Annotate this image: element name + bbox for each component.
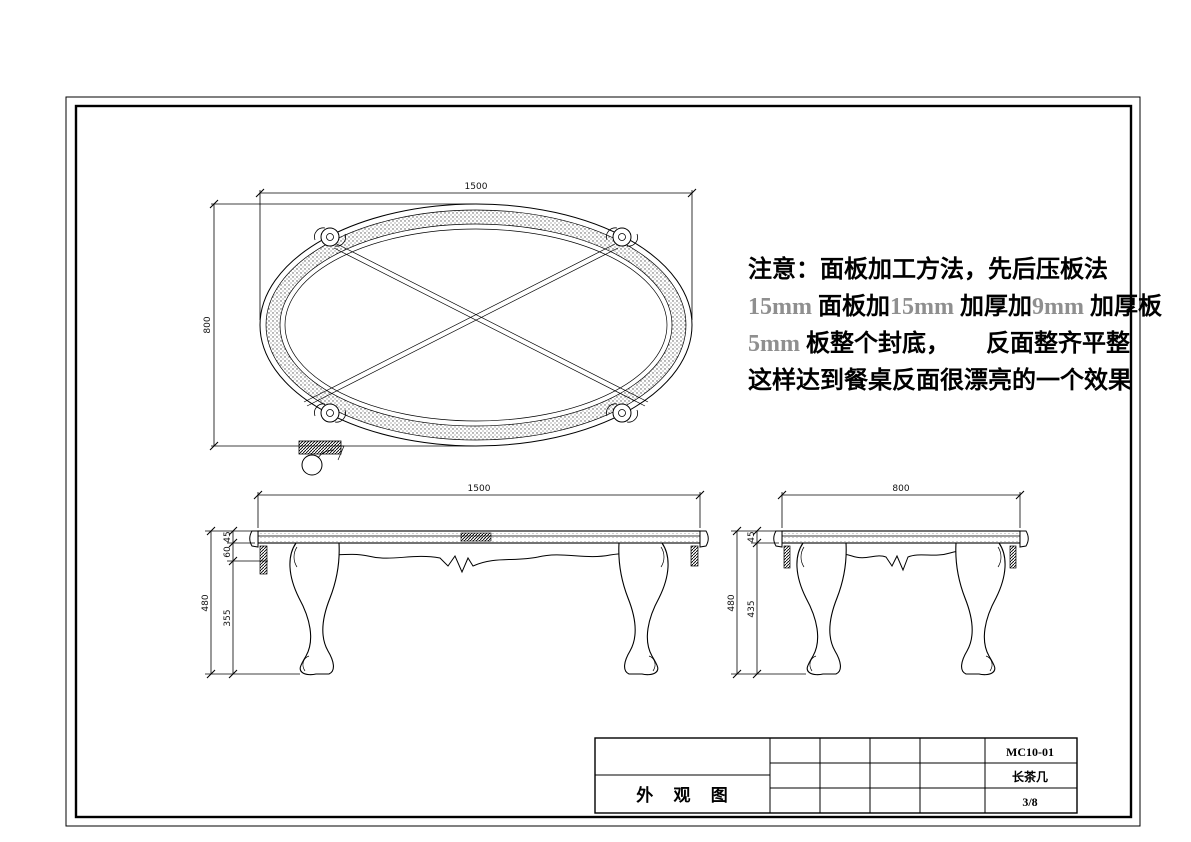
dim-front-width: 1500: [468, 484, 491, 494]
note-line: 5mm 板整个封底， 反面整齐平整: [748, 331, 1130, 357]
title-block-view-name: 外 观 图: [636, 785, 736, 805]
front-view: 1500 45 60 355 480: [201, 484, 709, 679]
dim-side-under-top: 435: [747, 600, 757, 617]
front-right-edge-strip: [690, 545, 699, 567]
top-view-chords: [303, 243, 649, 407]
title-block: 外 观 图 MC10-01 长茶几 3/8: [594, 737, 1078, 814]
front-apron: [297, 542, 661, 574]
side-left-edge-strip: [783, 545, 791, 569]
dim-side-top-thickness: 45: [747, 531, 757, 542]
dim-side-overall: 480: [727, 594, 737, 611]
dim-front-apron: 60: [223, 546, 233, 558]
front-left-leg: [289, 542, 340, 676]
top-view-dimensions: 1500 800: [203, 182, 697, 451]
dim-front-leg: 355: [223, 609, 233, 626]
dim-front-overall: 480: [201, 594, 211, 611]
side-right-leg: [955, 542, 1006, 676]
page-frame: [65, 96, 1141, 827]
edge-detail: [298, 440, 345, 476]
dim-top-width: 1500: [465, 182, 488, 192]
front-top-left-cap: [249, 530, 259, 548]
title-block-sheet-no: 3/8: [1022, 795, 1037, 809]
title-block-drawing-no: MC10-01: [1006, 745, 1054, 759]
side-top-left-cap: [773, 530, 783, 548]
note-line: 15mm 面板加15mm 加厚加9mm 加厚板: [748, 294, 1162, 320]
side-right-edge-strip: [1009, 545, 1017, 569]
note-line: 这样达到餐桌反面很漂亮的一个效果: [748, 368, 1132, 394]
dim-top-depth: 800: [203, 316, 213, 333]
front-view-dimensions: 1500 45 60 355 480: [201, 484, 705, 679]
front-left-edge-strip: [259, 545, 268, 575]
side-view-dimensions: 800 45 435 480: [727, 484, 1025, 679]
side-view: 800 45 435 480: [727, 484, 1029, 679]
side-left-leg: [796, 542, 847, 676]
front-right-leg: [618, 542, 669, 676]
dim-front-top-thickness: 45: [223, 531, 233, 542]
top-view: 1500 800: [203, 182, 697, 476]
note-line: 注意：面板加工方法，先后压板法: [748, 257, 1108, 283]
front-top-section-mark: [460, 532, 492, 542]
title-block-product-name: 长茶几: [1012, 769, 1048, 784]
dim-side-width: 800: [892, 484, 909, 494]
front-top-right-cap: [699, 530, 709, 548]
process-note: 注意：面板加工方法，先后压板法 15mm 面板加15mm 加厚加9mm 加厚板 5m…: [748, 252, 1178, 400]
side-top-right-cap: [1019, 530, 1029, 548]
